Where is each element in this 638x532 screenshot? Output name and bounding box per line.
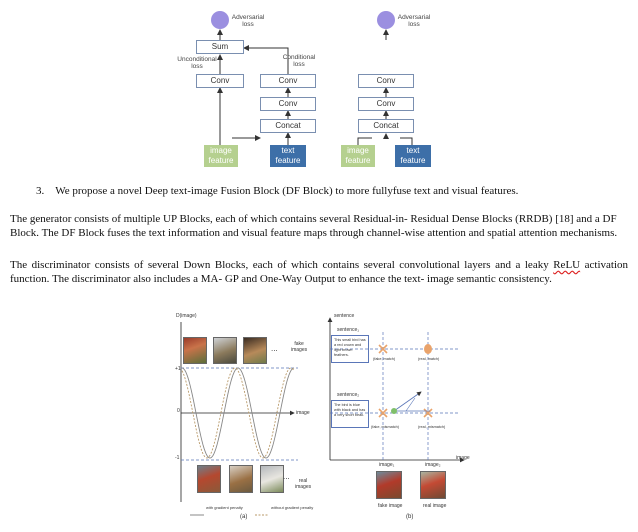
concat-box-left: Concat bbox=[260, 119, 316, 133]
conv-box-unconditional: Conv bbox=[196, 74, 244, 88]
disc-text-1: The discriminator consists of several Do… bbox=[10, 259, 554, 271]
figure-a-plot bbox=[180, 322, 298, 502]
sum-box: Sum bbox=[196, 40, 244, 54]
tick-plus-one: +1 bbox=[175, 366, 181, 372]
real-dots: ... bbox=[283, 472, 290, 481]
legend-without-penalty bbox=[255, 505, 269, 523]
legend-with-penalty bbox=[190, 505, 204, 523]
marker-real-mismatch bbox=[423, 408, 433, 418]
conv-box-conditional-top: Conv bbox=[260, 74, 316, 88]
legend-with-label: with gradient penalty bbox=[206, 505, 243, 510]
label-fake-match: (fake, match) bbox=[373, 357, 396, 361]
image-feature-right: image feature bbox=[341, 145, 375, 167]
marker-fake-mismatch bbox=[378, 408, 388, 418]
image-f-label: image₁ bbox=[379, 462, 395, 468]
list-item-3: 3. We propose a novel Deep text-image Fu… bbox=[36, 184, 626, 198]
label-real-match: (real, match) bbox=[418, 357, 440, 361]
fake-image-3 bbox=[243, 337, 267, 364]
image-feature-left: image feature bbox=[204, 145, 238, 167]
conv-box-conditional-mid: Conv bbox=[260, 97, 316, 111]
fake-image-1 bbox=[183, 337, 207, 364]
tick-zero: 0 bbox=[177, 408, 180, 414]
real-image-3 bbox=[260, 465, 284, 493]
axis-sentence-b: sentence bbox=[334, 313, 355, 319]
label-fake-mismatch: (fake, mismatch) bbox=[371, 425, 400, 429]
wave-with-penalty bbox=[181, 367, 295, 459]
sentence-top-label: sentence₁ bbox=[337, 327, 359, 333]
adversarial-node-right bbox=[377, 11, 395, 29]
real-image-2 bbox=[229, 465, 253, 493]
diagram-connectors bbox=[211, 11, 413, 145]
real-image-b bbox=[420, 471, 446, 499]
disc-text-2: activation function. The discriminator a… bbox=[10, 259, 628, 285]
xaxis-image-a: image bbox=[296, 410, 310, 416]
caption-b: (b) bbox=[406, 514, 414, 520]
ylabel-d-image: D(image) bbox=[176, 313, 197, 319]
image-r-label: image₂ bbox=[425, 462, 441, 468]
caption-a: (a) bbox=[240, 514, 248, 520]
label-real-mismatch: (real, mismatch) bbox=[418, 425, 446, 429]
marker-green bbox=[391, 408, 397, 414]
real-image-b-label: real image bbox=[423, 503, 447, 509]
figure-b-plot bbox=[327, 317, 465, 463]
paragraph-generator: The generator consists of multiple UP Bl… bbox=[10, 213, 618, 239]
conv-box-right-mid: Conv bbox=[358, 97, 414, 111]
list-text: We propose a novel Deep text-image Fusio… bbox=[55, 185, 519, 197]
fake-image-b-label: fake image bbox=[378, 503, 403, 509]
real-image-1 bbox=[197, 465, 221, 493]
fake-dots: ... bbox=[271, 344, 278, 353]
relu-word: ReLU bbox=[553, 259, 581, 271]
bubble-mid: The bird is blue with black and has a ve… bbox=[331, 400, 369, 428]
adversarial-loss-label-right: Adversarial loss bbox=[397, 14, 431, 28]
fake-image-b bbox=[376, 471, 402, 499]
concat-box-right: Concat bbox=[358, 119, 414, 133]
adversarial-loss-label-left: Adversarial loss bbox=[231, 14, 265, 28]
real-images-label: real images bbox=[295, 478, 312, 490]
bubble-top: This small bird has a red crown and ligh… bbox=[331, 335, 369, 363]
text-feature-left: text feature bbox=[270, 145, 306, 167]
conv-box-right-top: Conv bbox=[358, 74, 414, 88]
unconditional-loss-label: Unconditional loss bbox=[177, 56, 217, 70]
list-number: 3. bbox=[36, 185, 45, 197]
legend-solid-swatch bbox=[190, 514, 204, 516]
text-feature-right: text feature bbox=[395, 145, 431, 167]
adversarial-node-left bbox=[211, 11, 229, 29]
xaxis-image-b: image bbox=[456, 455, 470, 461]
fake-image-2 bbox=[213, 337, 237, 364]
marker-real-match bbox=[424, 344, 432, 354]
sentence-mid-label: sentence₂ bbox=[337, 392, 360, 398]
conditional-loss-label: Conditional loss bbox=[282, 54, 316, 68]
fake-images-label: fake images bbox=[291, 341, 308, 353]
marker-fake-match bbox=[378, 344, 388, 354]
tick-minus-one: -1 bbox=[175, 455, 180, 461]
legend-without-label: without gradient penalty bbox=[271, 505, 314, 510]
paragraph-discriminator: The discriminator consists of several Do… bbox=[10, 259, 628, 286]
legend-dash-swatch bbox=[255, 514, 269, 516]
